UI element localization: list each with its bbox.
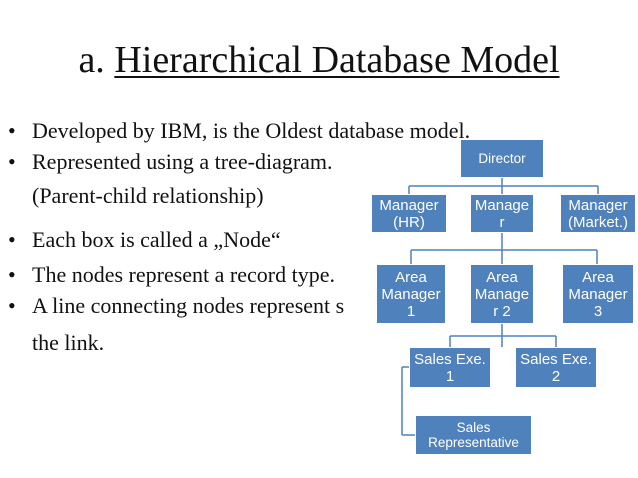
bullet-continuation: the link. [32,330,105,355]
node-sales-representative: Sales Representative [415,415,532,455]
node-sales-exe-1: Sales Exe. 1 [409,347,491,388]
slide-title: a. Hierarchical Database Model [0,38,638,82]
title-main: Hierarchical Database Model [114,39,560,81]
node-area-manager-1: Area Manager 1 [376,264,446,324]
bullet-text: Developed by IBM, is the Oldest database… [32,118,471,143]
node-area-manager-3: Area Manager 3 [562,264,634,324]
bullet-item: • A line connecting nodes represent s [8,293,344,319]
bullet-item: • The nodes represent a record type. [8,262,335,288]
bullet-text: Each box is called a „Node“ [32,227,281,252]
bullet-continuation: (Parent-child relationship) [32,183,264,208]
node-area-manager-2: Area Manage r 2 [470,264,534,324]
node-sales-exe-2: Sales Exe. 2 [515,347,597,388]
node-director: Director [460,139,544,178]
bullet-dot-icon: • [8,149,16,174]
bullet-dot-icon: • [8,262,16,287]
bullet-item: • Represented using a tree-diagram. [8,149,333,175]
node-manager: Manage r [470,194,534,233]
bullet-item: • Developed by IBM, is the Oldest databas… [8,118,470,144]
bullet-text: The nodes represent a record type. [32,262,335,287]
node-manager-hr: Manager (HR) [371,194,447,233]
node-manager-market: Manager (Market.) [560,194,636,233]
bullet-text: Represented using a tree-diagram. [32,149,333,174]
bullet-dot-icon: • [8,227,16,252]
title-prefix: a. [78,39,115,81]
bullet-text: A line connecting nodes represent s [32,293,345,318]
bullet-item: • Each box is called a „Node“ [8,227,281,253]
bullet-dot-icon: • [8,118,16,143]
bullet-dot-icon: • [8,293,16,318]
